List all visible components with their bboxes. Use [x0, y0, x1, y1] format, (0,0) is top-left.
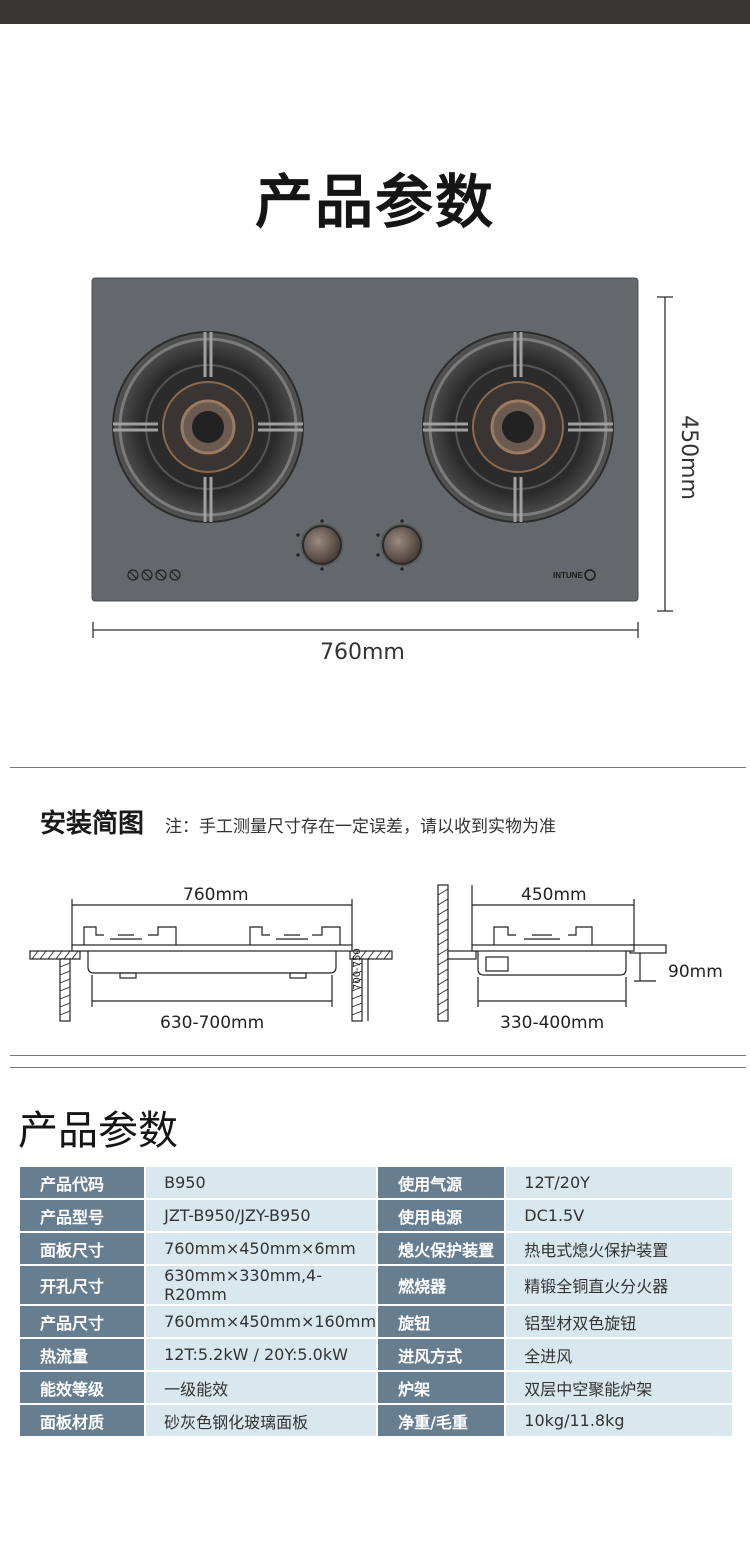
spec-label: 开孔尺寸 [20, 1266, 145, 1304]
install-note: 注：手工测量尺寸存在一定误差，请以收到实物为准 [165, 817, 556, 837]
left-burner [112, 331, 304, 523]
brand-logo-icon [584, 569, 596, 581]
front-cutout-label: 630-700mm [160, 1013, 265, 1033]
spec-label: 产品代码 [20, 1167, 145, 1198]
page-title: 产品参数 [254, 168, 495, 236]
spec-label: 炉架 [378, 1372, 505, 1403]
spec-label: 进风方式 [378, 1339, 505, 1370]
spec-label: 能效等级 [20, 1372, 145, 1403]
spec-label: 面板尺寸 [20, 1233, 145, 1264]
right-knob [376, 519, 424, 571]
spec-value: 760mm×450mm×160mm [146, 1306, 377, 1337]
spec-value: 铝型材双色旋钮 [506, 1306, 732, 1337]
spec-value: 630mm×330mm,4-R20mm [146, 1266, 377, 1304]
spec-label: 使用电源 [378, 1200, 505, 1231]
spec-value: 精锻全铜直火分火器 [506, 1266, 732, 1304]
spec-row: 能效等级一级能效炉架双层中空聚能炉架 [20, 1372, 732, 1403]
spec-value: B950 [146, 1167, 377, 1198]
spec-label: 净重/毛重 [378, 1405, 505, 1436]
spec-value: 热电式熄火保护装置 [506, 1233, 732, 1264]
install-diagrams [29, 884, 667, 1022]
brand-logo-text: INTUNE [553, 571, 583, 580]
left-knob [296, 519, 344, 571]
spec-value: JZT-B950/JZY-B950 [146, 1200, 377, 1231]
spec-value: 12T:5.2kW / 20Y:5.0kW [146, 1339, 377, 1370]
front-view-diagram [29, 899, 393, 1022]
divider [10, 1067, 746, 1068]
spec-label: 燃烧器 [378, 1266, 505, 1304]
dimension-lines [92, 296, 673, 638]
spec-label: 产品尺寸 [20, 1306, 145, 1337]
spec-value: 双层中空聚能炉架 [506, 1372, 732, 1403]
spec-value: 12T/20Y [506, 1167, 732, 1198]
install-section-title: 安装简图 [40, 809, 145, 839]
spec-label: 使用气源 [378, 1167, 505, 1198]
right-burner [422, 331, 614, 523]
side-cutout-label: 330-400mm [500, 1013, 605, 1033]
spec-label: 熄火保护装置 [378, 1233, 505, 1264]
front-width-label: 760mm [183, 885, 249, 905]
spec-label: 产品型号 [20, 1200, 145, 1231]
divider [10, 1055, 746, 1056]
side-depth-label: 90mm [668, 962, 723, 982]
warning-icons [127, 569, 181, 581]
cooktop-illustration: INTUNE [91, 277, 673, 638]
params-section-title: 产品参数 [18, 1108, 178, 1154]
side-view-diagram [437, 884, 667, 1022]
spec-value: 一级能效 [146, 1372, 377, 1403]
depth-dimension-label: 450mm [675, 415, 701, 500]
spec-value: DC1.5V [506, 1200, 732, 1231]
spec-value: 砂灰色钢化玻璃面板 [146, 1405, 377, 1436]
spec-label: 面板材质 [20, 1405, 145, 1436]
spec-label: 旋钮 [378, 1306, 505, 1337]
side-width-label: 450mm [521, 885, 587, 905]
width-dimension-label: 760mm [320, 640, 405, 665]
spec-label: 热流量 [20, 1339, 145, 1370]
spec-value: 全进风 [506, 1339, 732, 1370]
top-banner-strip [0, 0, 750, 24]
spec-value: 760mm×450mm×6mm [146, 1233, 377, 1264]
divider [10, 767, 746, 768]
spec-value: 10kg/11.8kg [506, 1405, 732, 1436]
front-height-label: 700-750 [352, 948, 363, 990]
